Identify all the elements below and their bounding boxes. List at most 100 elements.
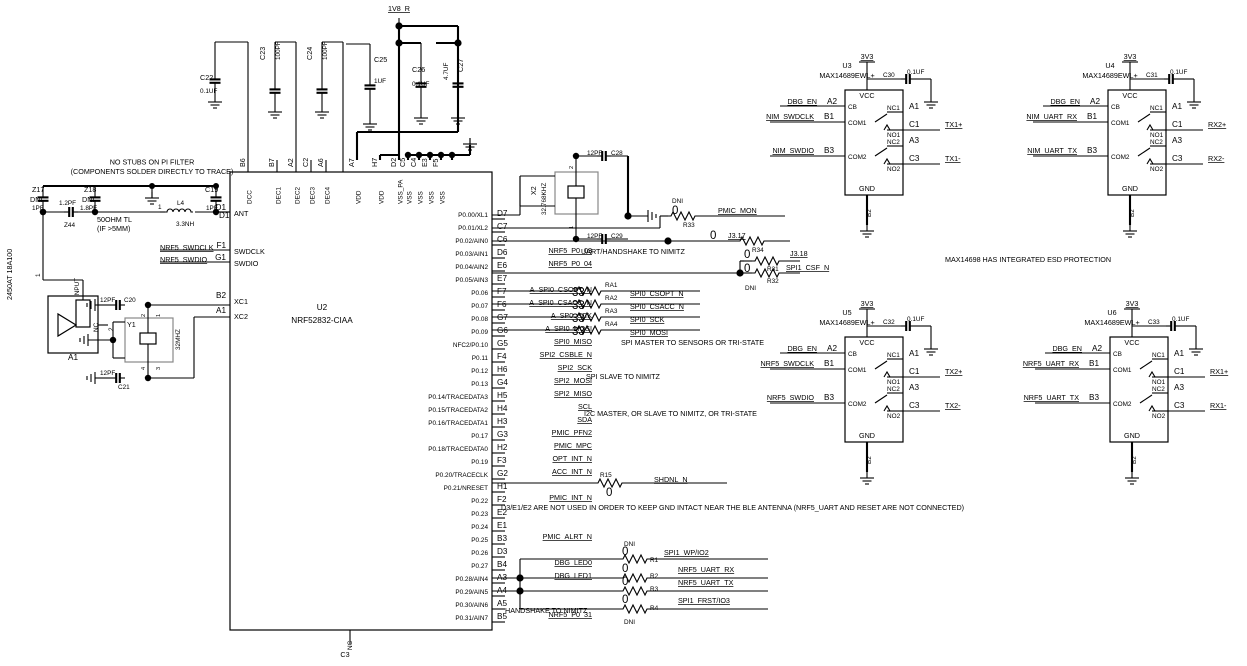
switch-block-u3 <box>770 61 940 238</box>
u2-right-pin-num-c6: C6 <box>497 235 508 244</box>
u2-right-pin-num-e1: E1 <box>497 521 507 530</box>
u2-right-pin-name-29: P0.29/AIN5 <box>455 589 488 596</box>
cap-value-c27: 4.7UF <box>443 63 450 80</box>
res-value-ra2: 33 <box>572 300 585 312</box>
cap-value-c25: 1UF <box>374 78 386 85</box>
rail-1v8r-label: 1V8_R <box>388 4 410 13</box>
u2-top-pin-name-4: DEC4 <box>325 187 332 204</box>
res-value-ra1: 33 <box>572 287 585 299</box>
u2-right-net-6: A_SPI0_CSOPT_N <box>530 285 592 294</box>
x2-pin2: 2 <box>569 166 575 169</box>
u2-right-pin-num-g2: G2 <box>497 469 508 478</box>
u2-right-pin-name-3: P0.03/AIN1 <box>455 251 488 258</box>
u2-right-pin-name-16: P0.16/TRACEDATA1 <box>428 420 488 427</box>
u2-top-pin-name-11: VSS <box>440 191 447 204</box>
u2-right-pin-name-8: P0.08 <box>471 316 488 323</box>
u2-right-pin-name-25: P0.25 <box>471 537 488 544</box>
u2-right-pin-num-d3: D3 <box>497 547 508 556</box>
res-net-r1: SPI1_WP/IO2 <box>664 548 709 557</box>
res-net-r33: PMIC_MON <box>718 206 757 215</box>
u6-com2-net: NRF5_UART_TX <box>1024 393 1080 402</box>
tl-note-line2: (IF >5MM) <box>97 224 130 233</box>
u4-cb-net: DBG_EN <box>1050 97 1080 106</box>
u3-no2-net: TX1- <box>945 154 961 163</box>
res-net-ra1: SPI0_CSOPT_N <box>630 289 684 298</box>
u3-com2-pin: B3 <box>824 146 834 155</box>
u3-gnd-name: GND <box>859 184 875 193</box>
u2-top-pin-name-2: DEC2 <box>295 187 302 204</box>
u2-right-pin-num-f6: F6 <box>497 300 507 309</box>
c28-value: 12PF <box>587 150 602 157</box>
u2-top-pin-num-a6: A6 <box>316 158 325 167</box>
u2-right-net-9: A_SPI0_MOSI <box>545 324 592 333</box>
u2-right-pin-name-13: P0.13 <box>471 381 488 388</box>
u4-nc1-pin: A1 <box>1172 102 1182 111</box>
u3-com2-net: NIM_SWDIO <box>772 146 814 155</box>
res-value-r1: 0 <box>622 546 628 558</box>
u2-right-pin-name-28: P0.28/AIN4 <box>455 576 488 583</box>
u2-ref: U2 <box>317 303 328 312</box>
cap-value-c22: 0.1UF <box>200 88 217 95</box>
u2-right-net-14: SPI2_MISO <box>554 389 592 398</box>
y1-value: 32MHZ <box>175 329 182 350</box>
u2-right-pin-num-g3: G3 <box>497 430 508 439</box>
u2-right-net-17: PMIC_PFN2 <box>552 428 592 437</box>
u5-no1-name: NO1 <box>887 379 901 386</box>
u2-top-pin-name-9: VSS <box>418 191 425 204</box>
u2-top-pin-name-8: VSS <box>407 191 414 204</box>
res-ref-r3: R3 <box>650 586 659 593</box>
u2-right-pin-name-1: P0.01/XL2 <box>458 225 488 232</box>
u6-com2-name: COM2 <box>1113 401 1132 408</box>
u2-top-pin-num-f5: F5 <box>431 159 440 167</box>
u4-com1-net: NIM_UART_RX <box>1026 112 1077 121</box>
res-ref-r34: R34 <box>752 247 764 254</box>
antenna-pin1-name: INPUT <box>74 278 81 297</box>
u5-nc1-pin: A1 <box>909 349 919 358</box>
cap-ref-c24: C24 <box>305 47 314 60</box>
res-ref-r31: R31 <box>767 266 779 273</box>
cap-ref-c23: C23 <box>258 47 267 60</box>
c19-ref: C19 <box>205 185 218 194</box>
u6-part: MAX14689EWL+ <box>1084 318 1139 327</box>
u6-gnd-name: GND <box>1124 431 1140 440</box>
u5-com1-pin: B1 <box>824 359 834 368</box>
u2-right-pin-name-10: NFC2/P0.10 <box>453 342 489 349</box>
u6-cb-name: CB <box>1113 351 1122 358</box>
u2-right-net-28: DBG_LED1 <box>554 571 592 580</box>
u2-right-net-13: SPI2_MOSI <box>554 376 592 385</box>
u2-right-pin-num-a5: A5 <box>497 599 507 608</box>
u2-right-net-4: NRF5_P0_04 <box>548 259 592 268</box>
res-ref-r32: R32 <box>767 278 779 285</box>
res-ref-ra3: RA3 <box>605 308 618 315</box>
note-i2c: I2C MASTER, OR SLAVE TO NIMITZ, OR TRI-S… <box>584 409 757 418</box>
x2-pin1: 1 <box>569 226 575 229</box>
u6-cap-ref: C33 <box>1148 319 1160 326</box>
u2-right-pin-num-g5: G5 <box>497 339 508 348</box>
switch-block-u4 <box>1033 61 1203 238</box>
xtal-32768-block <box>492 149 657 246</box>
res-value-r31: 0 <box>744 249 750 261</box>
u2-right-pin-name-18: P0.18/TRACEDATA0 <box>428 446 488 453</box>
u2-right-pin-name-21: P0.21/NRESET <box>444 485 488 492</box>
u2-right-pin-num-a4: A4 <box>497 586 507 595</box>
u3-no2-pin: C3 <box>909 154 920 163</box>
res-value-r3: 0 <box>622 576 628 588</box>
u3-no1-net: TX1+ <box>945 120 962 129</box>
c20-ref: C20 <box>124 297 136 304</box>
res-ref-ra4: RA4 <box>605 321 618 328</box>
res-net-ra2: SPI0_CSACC_N <box>630 302 684 311</box>
note-uart-handshake: UART/HANDSHAKE TO NIMITZ <box>581 247 685 256</box>
u2-top-pin-name-1: DEC1 <box>276 187 283 204</box>
u2-left-pin-num-a1: A1 <box>216 306 226 315</box>
u2-top-pin-num-c4: C4 <box>409 158 418 167</box>
u3-com1-pin: B1 <box>824 112 834 121</box>
y1-ref: Y1 <box>127 320 136 329</box>
u4-nc1-name: NC1 <box>1150 105 1163 112</box>
u4-ref: U4 <box>1105 61 1114 70</box>
u2-right-net-3: NRF5_P0_03 <box>548 246 592 255</box>
u2-right-pin-num-c7: C7 <box>497 222 508 231</box>
u2-right-pin-num-g7: G7 <box>497 313 508 322</box>
u5-no1-net: TX2+ <box>945 367 962 376</box>
u2-right-pin-num-g4: G4 <box>497 378 508 387</box>
